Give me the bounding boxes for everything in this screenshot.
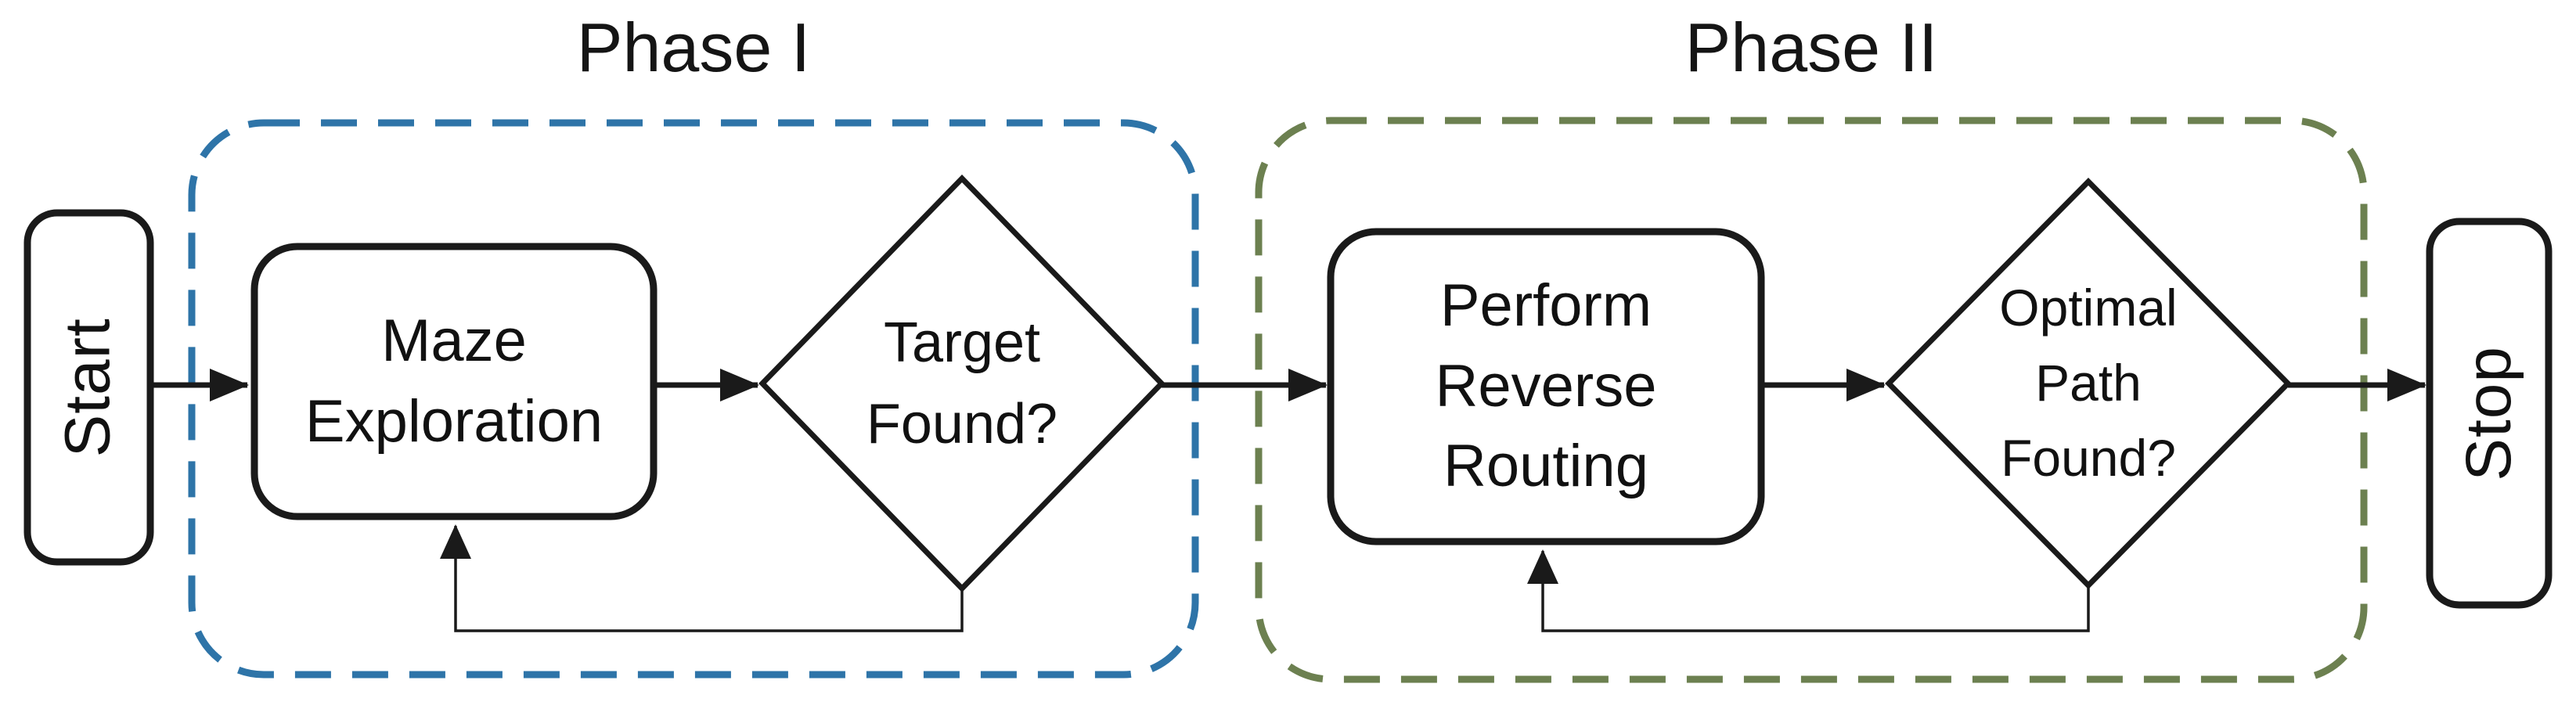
- stop-node-label-text: Stop: [2452, 345, 2524, 481]
- phase1-title: Phase I: [576, 9, 811, 86]
- feedback-target-to-maze: [440, 524, 964, 632]
- optimal-path-found-decision-label: Optimal Path Found?: [1999, 279, 2178, 487]
- start-node-label: Start: [27, 213, 150, 562]
- perform-reverse-routing-node-label: Perform Reverse Routing: [1435, 272, 1657, 500]
- stop-node-shape: [2426, 218, 2553, 609]
- phase2-title: Phase II: [1684, 9, 1938, 86]
- maze-exploration-node-label: Maze Exploration: [304, 307, 603, 455]
- maze-exploration-node-shape: [250, 243, 658, 520]
- phase1-dashed-border: [188, 119, 1199, 679]
- stop-node-label: Stop: [2430, 221, 2549, 605]
- phase2-dashed-border: [1255, 117, 2368, 683]
- start-node-label-text: Start: [52, 317, 124, 458]
- target-found-decision-label: Target Found?: [866, 311, 1058, 455]
- feedback-optimal-to-reverse-routing: [1527, 549, 2090, 632]
